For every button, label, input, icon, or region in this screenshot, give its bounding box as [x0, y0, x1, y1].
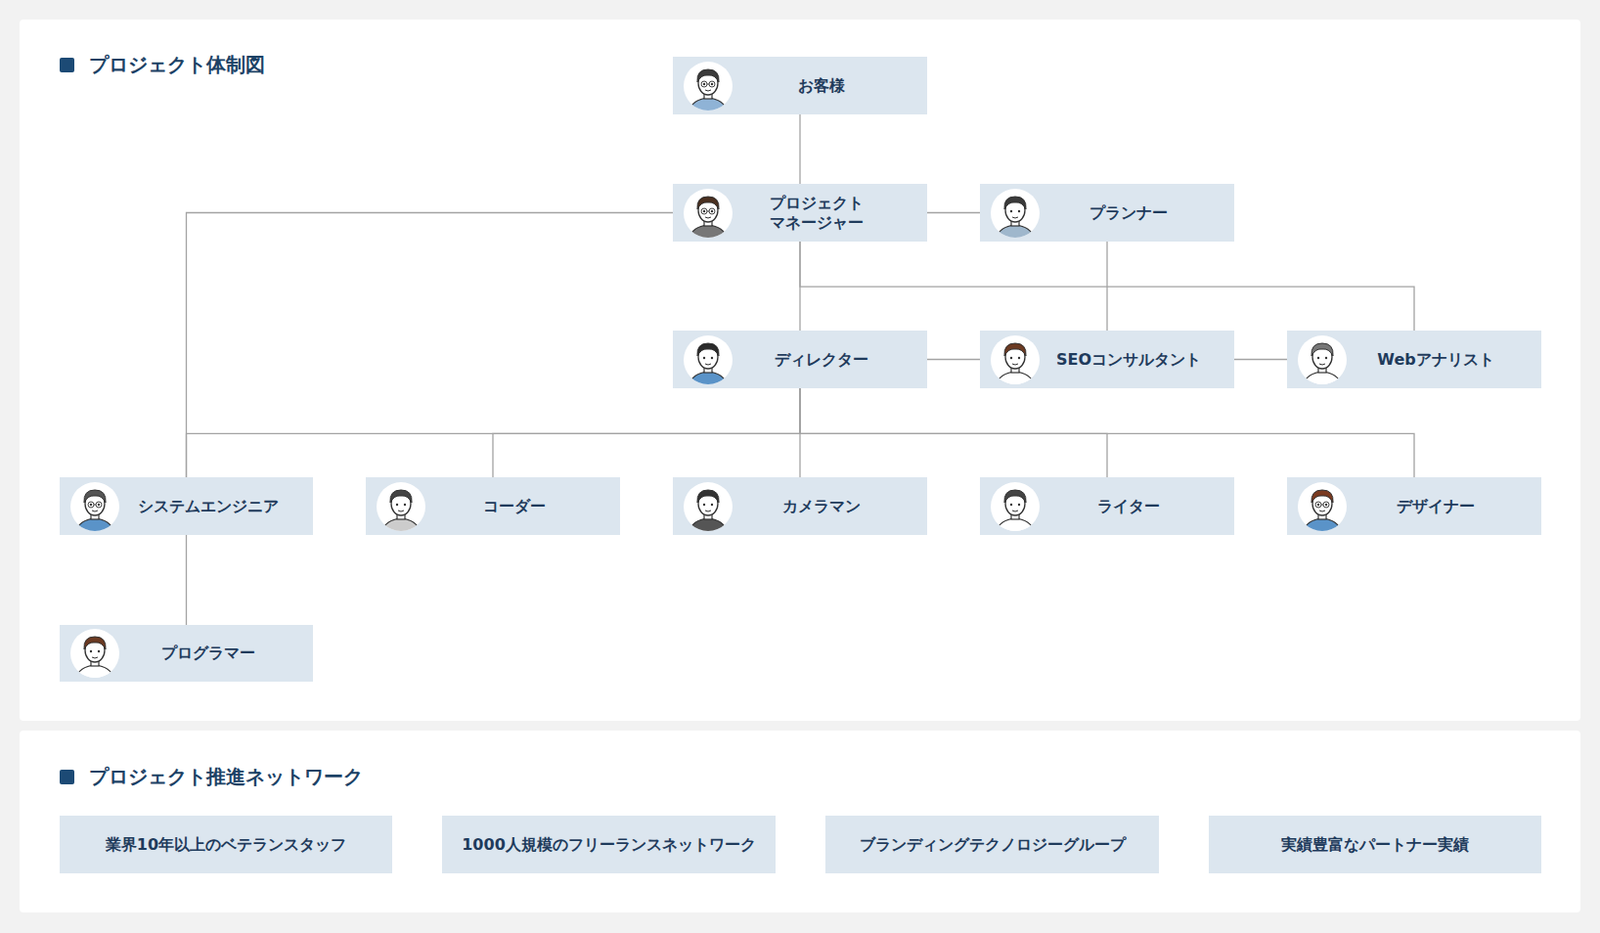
person-avatar: [989, 481, 1041, 533]
role-label: カメラマン: [782, 496, 861, 517]
role-label: Webアナリスト: [1377, 350, 1494, 370]
role-label: プロジェクト マネージャー: [769, 193, 874, 233]
person-avatar: [682, 187, 734, 239]
role-box: プロジェクト マネージャー: [672, 183, 928, 242]
org-connector: [492, 388, 800, 478]
role-label: コーダー: [483, 496, 546, 517]
network-box: 業界10年以上のベテランスタッフ: [59, 815, 393, 874]
person-avatar: [1296, 334, 1348, 386]
heading-marker: [59, 769, 75, 785]
org-connector: [186, 388, 801, 478]
org-connector: [927, 212, 980, 214]
network-box: 1000人規模のフリーランスネットワーク: [442, 815, 776, 874]
role-label: 1000人規模のフリーランスネットワーク: [461, 835, 756, 855]
role-label: ディレクター: [774, 350, 869, 370]
role-label: システムエンジニア: [137, 496, 279, 517]
role-label: プランナー: [1089, 203, 1168, 223]
org-connector: [1106, 241, 1108, 331]
person-avatar: [989, 187, 1041, 239]
person-avatar: [375, 481, 427, 533]
role-box: コーダー: [365, 477, 621, 535]
role-box: システムエンジニア: [59, 477, 313, 535]
role-box: Webアナリスト: [1287, 330, 1542, 389]
network-box: 実績豊富なパートナー実績: [1208, 815, 1542, 874]
role-label: 業界10年以上のベテランスタッフ: [105, 835, 347, 855]
section-heading: プロジェクト体制図: [88, 51, 266, 79]
org-connector: [800, 241, 1415, 331]
role-box: ディレクター: [672, 330, 928, 389]
org-connector: [927, 358, 980, 360]
role-box: SEOコンサルタント: [979, 330, 1235, 389]
person-avatar: [989, 334, 1041, 386]
org-connector: [799, 114, 800, 184]
role-box: プログラマー: [59, 624, 313, 682]
role-box: プランナー: [979, 183, 1235, 242]
org-connector: [1234, 358, 1288, 360]
role-box: デザイナー: [1287, 477, 1542, 535]
person-avatar: [1296, 481, 1348, 533]
person-avatar: [682, 60, 734, 112]
role-label: ブランディングテクノロジーグループ: [859, 835, 1126, 855]
person-avatar: [682, 334, 734, 386]
org-connector: [185, 534, 187, 625]
person-avatar: [69, 627, 121, 679]
role-label: ライター: [1097, 496, 1160, 517]
org-connector: [186, 213, 674, 479]
role-box: ライター: [979, 477, 1235, 535]
role-label: SEOコンサルタント: [1056, 350, 1201, 370]
network-box: ブランディングテクノロジーグループ: [825, 815, 1159, 874]
org-connector: [800, 388, 1108, 478]
section-heading: プロジェクト推進ネットワーク: [88, 763, 363, 791]
role-box: お客様: [672, 56, 928, 115]
role-label: デザイナー: [1396, 496, 1475, 517]
person-avatar: [69, 481, 121, 533]
heading-marker: [59, 57, 75, 73]
role-box: カメラマン: [672, 477, 928, 535]
role-label: 実績豊富なパートナー実績: [1281, 835, 1469, 855]
role-label: プログラマー: [161, 643, 256, 664]
person-avatar: [682, 481, 734, 533]
org-connector: [800, 388, 1415, 478]
role-label: お客様: [798, 76, 845, 96]
